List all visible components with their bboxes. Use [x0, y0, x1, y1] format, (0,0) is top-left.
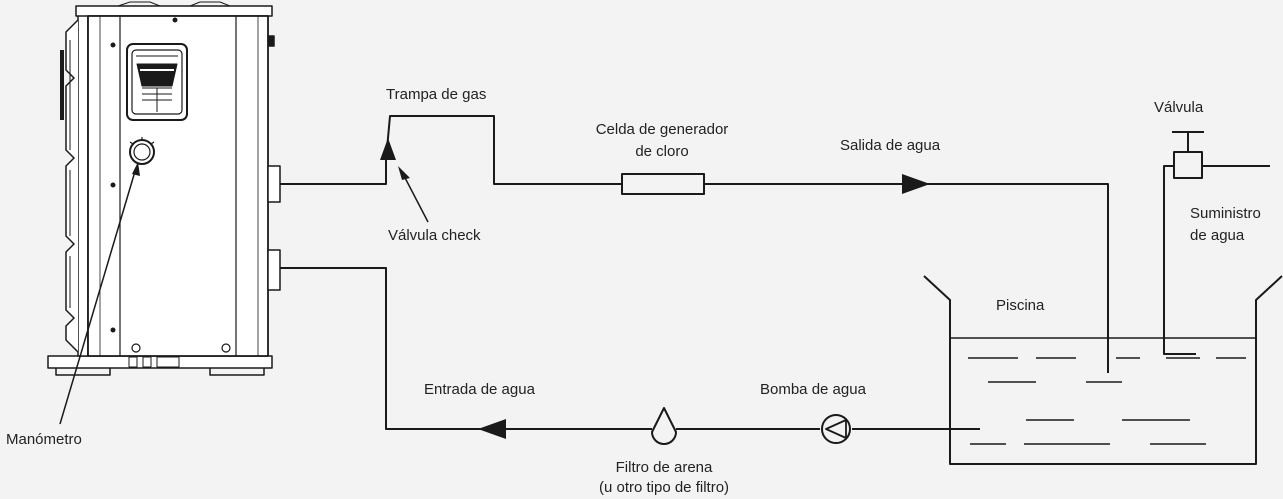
pressure-gauge-pointer	[59, 162, 140, 425]
inlet-pipe	[280, 267, 980, 430]
water-pump-label: Bomba de agua	[760, 381, 866, 398]
water-supply-label-line2: de agua	[1190, 227, 1245, 244]
flow-arrow-right-icon	[902, 174, 930, 194]
water-supply-pipe	[1163, 165, 1270, 355]
sand-filter-label-line2: (u otro tipo de filtro)	[598, 479, 730, 496]
pool-tank	[923, 275, 1283, 465]
water-inlet-label: Entrada de agua	[424, 381, 535, 398]
water-pump-icon	[821, 414, 851, 444]
water-outlet-label: Salida de agua	[840, 137, 941, 154]
check-valve-pointer	[398, 166, 429, 223]
chlorine-cell-label-line2: de cloro	[635, 143, 689, 160]
valve-label: Válvula	[1154, 99, 1204, 116]
pressure-gauge-label: Manómetro	[6, 431, 82, 448]
chlorine-cell-icon	[621, 173, 705, 195]
water-supply-label-line1: Suministro	[1190, 205, 1261, 222]
check-valve-arrow-icon	[380, 138, 396, 160]
gas-trap-label: Trampa de gas	[386, 86, 487, 103]
outlet-pipe	[280, 115, 1109, 373]
valve-icon	[1172, 131, 1204, 179]
flow-arrow-left-icon	[478, 419, 506, 439]
chlorine-cell-label-line1: Celda de generador	[595, 121, 729, 138]
check-valve-label: Válvula check	[388, 227, 481, 244]
heat-pump-unit	[47, 1, 281, 376]
pool-label: Piscina	[996, 297, 1045, 314]
sand-filter-label-line1: Filtro de arena	[615, 459, 713, 476]
sand-filter-icon	[651, 407, 677, 445]
